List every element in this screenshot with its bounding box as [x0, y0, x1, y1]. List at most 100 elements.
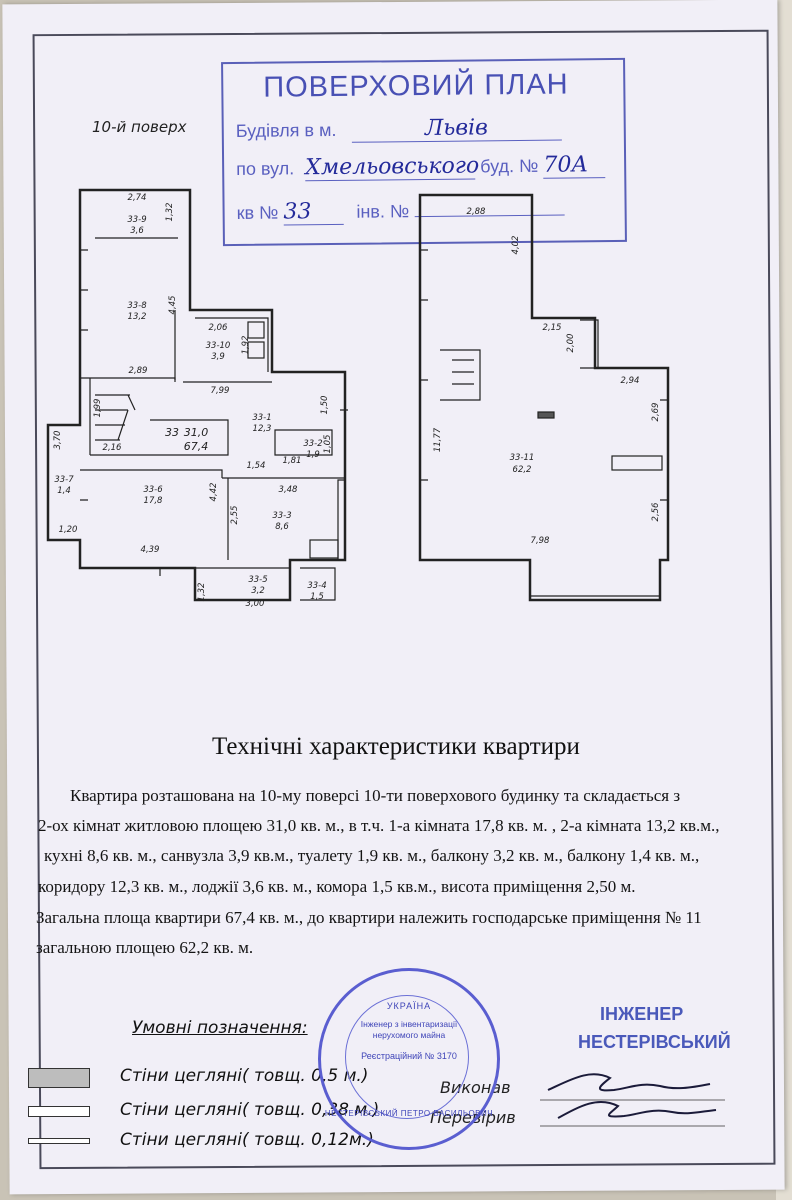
right-radiator — [611, 455, 663, 471]
official-round-seal: УКРАЇНА Інженер з інвентаризації нерухом… — [318, 968, 500, 1150]
left-dimension-6: 2,89 — [129, 366, 148, 376]
left-dimension-13: 1,05 — [323, 435, 333, 454]
room-area-33-2: 1,9 — [306, 450, 320, 460]
summary-total-area: 67,4 — [184, 440, 209, 453]
seal-line-1: Інженер з інвентаризації нерухомого майн… — [360, 1019, 458, 1040]
floor-plan-drawing: 33-93,633-813,233-103,933-112,333-21,933… — [46, 188, 670, 609]
right-dimension-8: 2,56 — [651, 502, 661, 522]
left-dimension-19: 4,39 — [141, 545, 160, 555]
right-dimension-4: 2,00 — [566, 334, 576, 353]
summary-apartment: 33 — [165, 426, 179, 439]
left-dimension-1: 2,74 — [128, 193, 147, 203]
engineer-stamp-line-2: НЕСТЕРІВСЬКИЙ — [578, 1032, 731, 1052]
right-dimension-1: 2,88 — [467, 207, 487, 217]
left-dimension-21: 3,00 — [246, 599, 265, 609]
characteristics-line-6: загальною площею 62,2 кв. м. — [36, 938, 254, 957]
right-dimension-5: 2,94 — [621, 376, 640, 386]
seal-name: НЕСТЕРІВСЬКИЙ ПЕТРО ВАСИЛЬОВИЧ — [324, 1109, 494, 1118]
room-id-33-4: 33-4 — [307, 581, 326, 591]
room-id-33-10: 33-10 — [206, 341, 231, 351]
right-dimension-2: 4,02 — [511, 236, 521, 255]
right-dimension-3: 2,15 — [543, 323, 562, 333]
room-area-33-5: 3,2 — [251, 586, 265, 596]
room-area-33-1: 12,3 — [253, 424, 272, 434]
left-dimension-14: 1,54 — [247, 461, 266, 471]
seal-line-2: Реєстраційний № 3170 — [361, 1051, 457, 1061]
left-dimension-9: 1,99 — [93, 399, 103, 418]
left-dimension-8: 1,50 — [320, 396, 330, 415]
characteristics-line-2: 2-ох кімнат житловою площею 31,0 кв. м.,… — [38, 816, 720, 835]
room-area-33-4: 1,5 — [310, 592, 324, 602]
left-dimension-7: 7,99 — [211, 386, 230, 396]
left-dimension-15: 3,48 — [279, 485, 299, 495]
legend-label-wall-038: Стіни цегляні( товщ. 0,38 м.) — [120, 1100, 380, 1120]
stair-steps — [95, 394, 136, 441]
seal-inner-ring — [345, 995, 469, 1119]
characteristics-line-1: Квартира розташована на 10-му поверсі 10… — [70, 786, 681, 805]
right-fixture-box — [580, 319, 599, 369]
room-area-33-8: 13,2 — [128, 312, 147, 322]
left-dimension-18: 1,20 — [59, 525, 78, 535]
right-balcony — [529, 560, 660, 597]
floor-label: 10-й поверх — [92, 118, 187, 136]
characteristics-line-3: кухні 8,6 кв. м., санвузла 3,9 кв.м., ту… — [44, 846, 700, 865]
left-dimension-20: 1,32 — [197, 583, 207, 602]
left-dimension-3: 4,45 — [168, 296, 178, 315]
right-center-mark — [537, 411, 555, 419]
kitchen-wall — [80, 469, 345, 479]
balcony-7 — [47, 424, 80, 541]
legend-swatch-wall-012 — [28, 1138, 90, 1144]
right-dimension-6: 11,77 — [433, 427, 443, 452]
signature-checked — [557, 1101, 717, 1119]
kitchen-counter — [337, 479, 345, 560]
room-area-33-11: 62,2 — [513, 465, 532, 475]
corridor-wall — [80, 377, 272, 383]
legend-label-wall-012: Стіни цегляні( товщ. 0,12м.) — [120, 1130, 374, 1150]
room-id-33-6: 33-6 — [143, 485, 163, 495]
engineer-stamp-line-1: ІНЖЕНЕР — [600, 1004, 684, 1024]
room-id-33-3: 33-3 — [272, 511, 291, 521]
left-dimension-10: 2,16 — [103, 443, 123, 453]
signature-performed — [547, 1073, 711, 1092]
stove-fixture — [309, 539, 339, 559]
characteristics-line-4: коридору 12,3 кв. м., лоджії 3,6 кв. м.,… — [38, 877, 636, 896]
left-dimension-2: 1,32 — [165, 203, 175, 222]
room-area-33-9: 3,6 — [130, 226, 144, 236]
summary-box — [150, 419, 229, 456]
bath-fixture-2 — [247, 341, 265, 359]
characteristics-heading: Технічні характеристики квартири — [212, 733, 580, 760]
toilet-box — [274, 429, 333, 456]
room-id-33-7: 33-7 — [54, 475, 74, 485]
left-plan-outer-wall — [46, 188, 347, 602]
left-dimension-17: 2,55 — [230, 506, 240, 525]
engineer-stamp: ІНЖЕНЕР НЕСТЕРІВСЬКИЙ — [578, 1000, 731, 1056]
handwritten-signatures — [540, 1073, 725, 1127]
left-dimension-5: 1,92 — [241, 336, 251, 355]
characteristics-line-5: Загальна площа квартири 67,4 кв. м., до … — [36, 908, 702, 927]
seal-country: УКРАЇНА — [386, 1001, 432, 1011]
room-id-33-2: 33-2 — [303, 439, 322, 449]
room-id-33-11: 33-11 — [510, 453, 535, 463]
window-marks — [80, 249, 348, 576]
room-id-33-1: 33-1 — [252, 413, 271, 423]
left-dimension-11: 3,70 — [53, 431, 63, 450]
room-id-33-5: 33-5 — [248, 575, 267, 585]
left-dimension-16: 4,42 — [209, 483, 219, 502]
room-id-33-9: 33-9 — [127, 215, 146, 225]
room-area-33-7: 1,4 — [57, 486, 71, 496]
right-dimension-9: 7,98 — [531, 536, 551, 546]
legend-swatch-wall-038 — [28, 1106, 90, 1117]
bathroom-box — [195, 317, 269, 372]
bath-fixture-1 — [247, 321, 265, 339]
right-stair — [440, 349, 481, 401]
legend-swatch-wall-05 — [28, 1068, 90, 1088]
room-area-33-10: 3,9 — [211, 352, 225, 362]
summary-living-area: 31,0 — [184, 426, 209, 439]
left-dimension-12: 1,81 — [283, 456, 302, 466]
storage-box — [300, 567, 336, 601]
stair-wall — [89, 378, 150, 456]
room-area-33-3: 8,6 — [275, 522, 289, 532]
legend-label-wall-05: Стіни цегляні( товщ. 0,5 м.) — [120, 1066, 369, 1086]
legend-title: Умовні позначення: — [132, 1018, 308, 1038]
right-dimension-7: 2,69 — [651, 403, 661, 422]
